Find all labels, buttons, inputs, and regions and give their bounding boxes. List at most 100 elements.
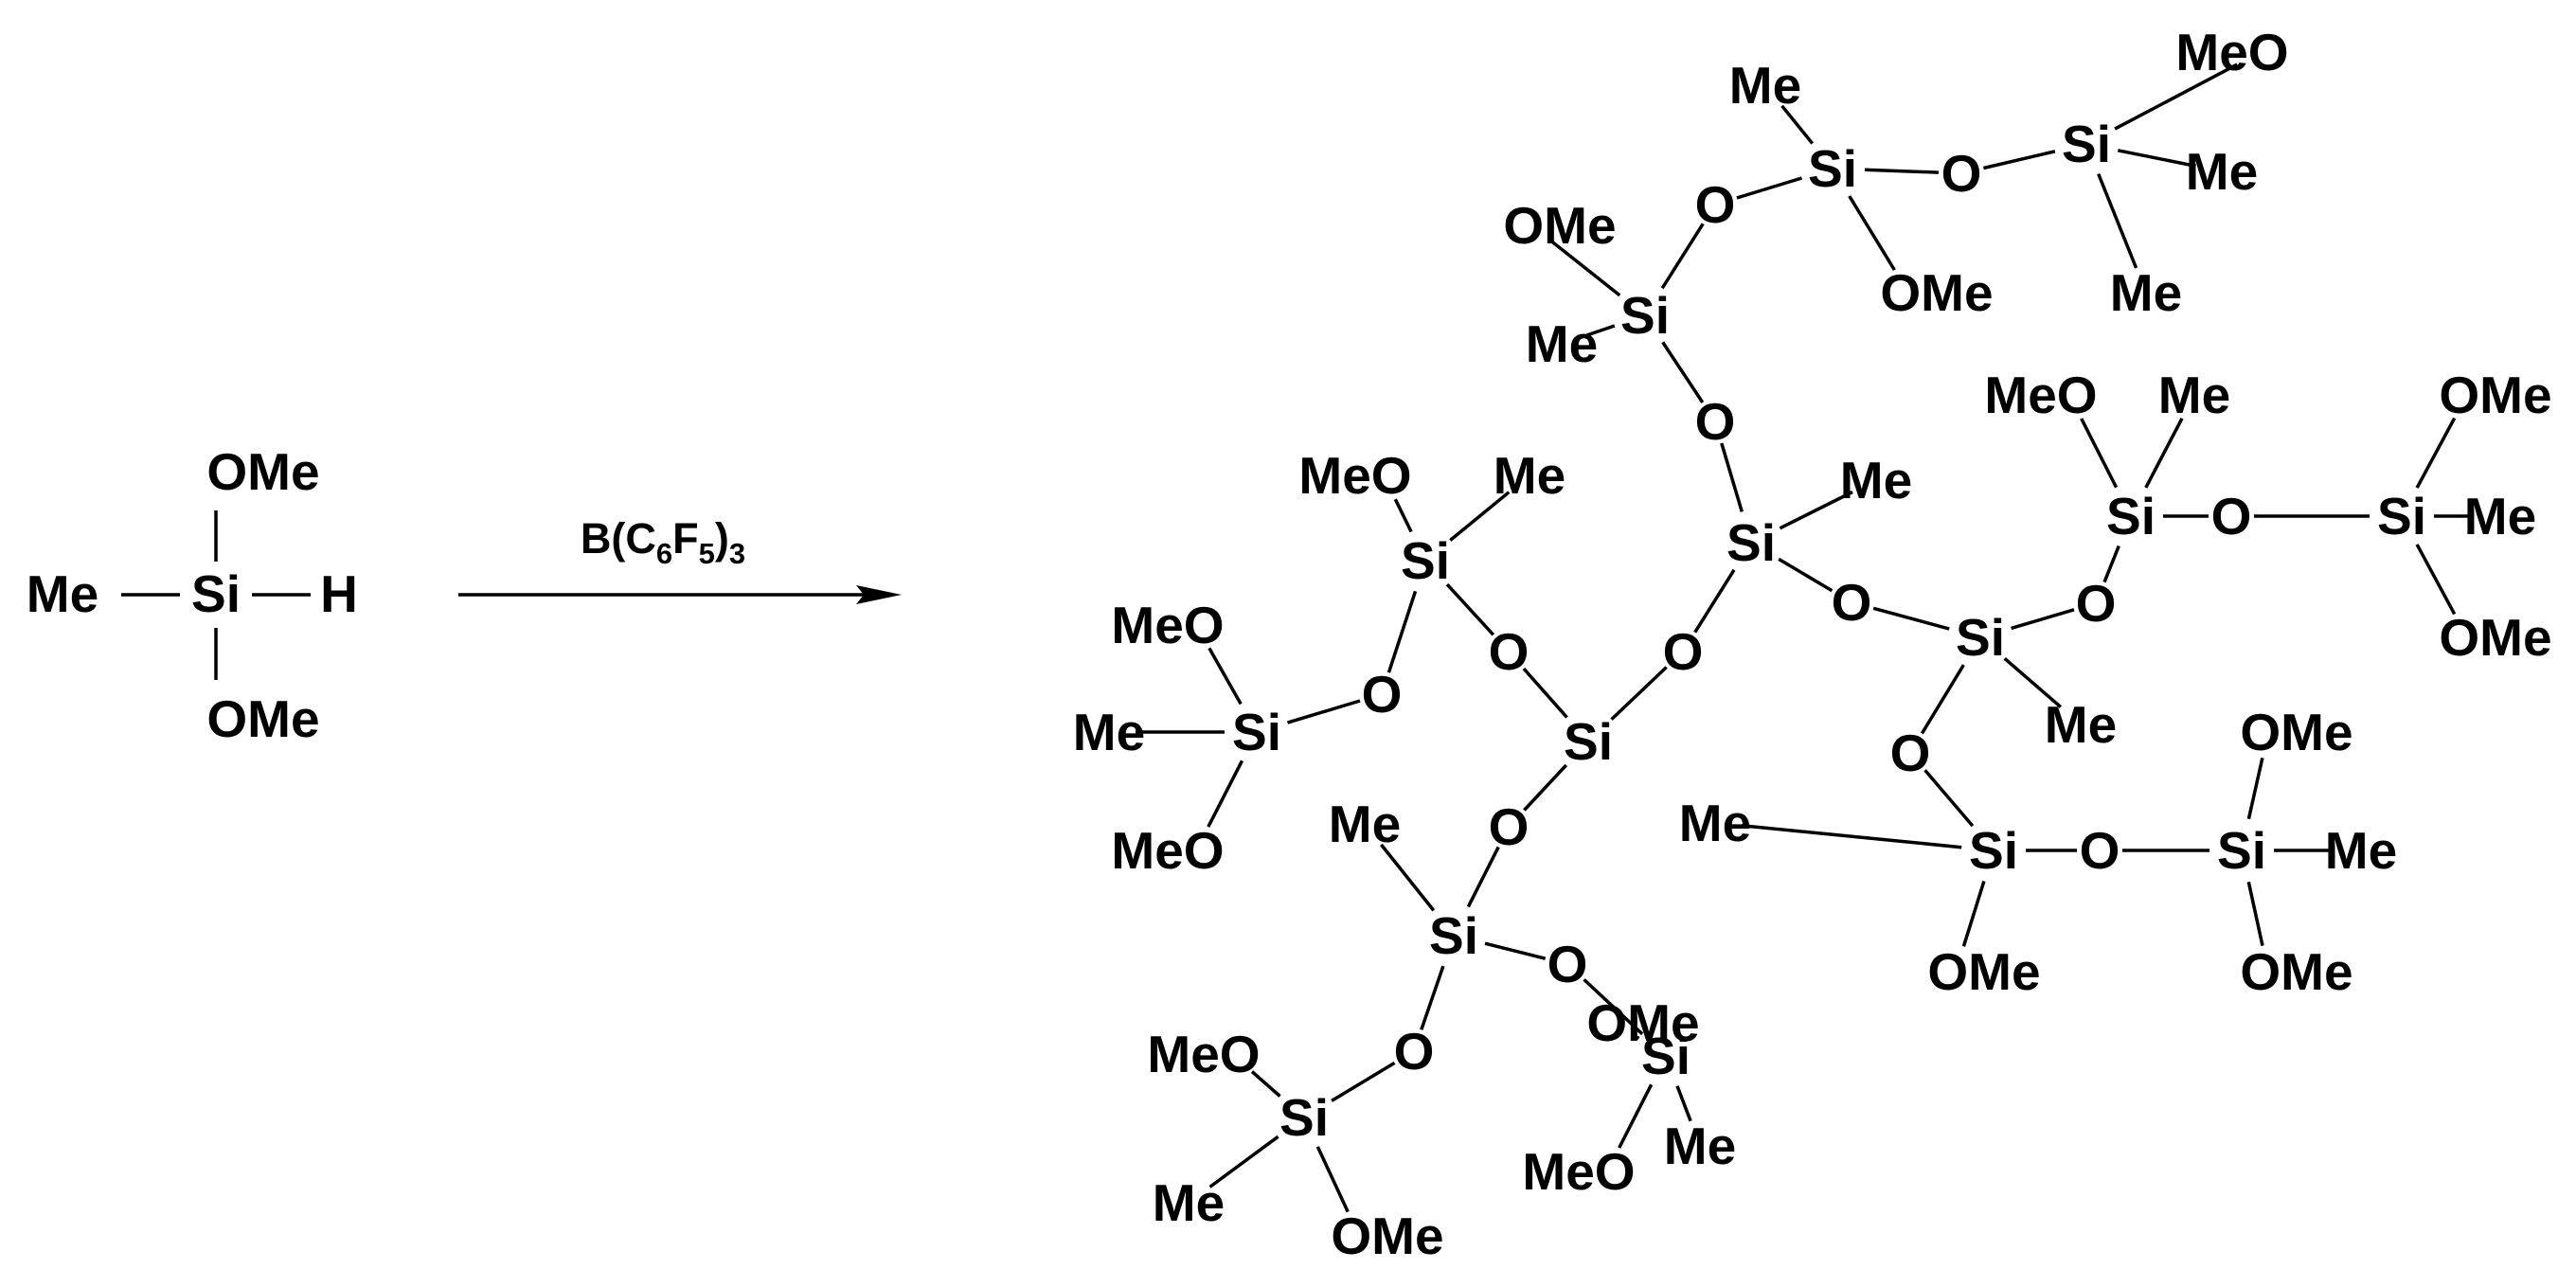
bond (1693, 568, 1736, 634)
methyl-group: Me (1729, 56, 1801, 115)
bond (1636, 1035, 1640, 1040)
bond (1522, 667, 1568, 719)
methyl-group: Me (1664, 1117, 1736, 1175)
methyl-group: Me (1073, 703, 1145, 761)
bond (2114, 63, 2239, 131)
reaction-arrow: B(C6F5)3 (458, 514, 902, 604)
atom-o: O (1394, 1022, 1435, 1081)
atom-o: O (1832, 573, 1872, 632)
bond (1864, 168, 1940, 174)
methoxy-group: OMe (1503, 196, 1616, 255)
methoxy-group: OMe (206, 442, 319, 501)
methoxy-group: MeO (1298, 446, 1411, 505)
methyl-group: Me (1494, 446, 1565, 505)
bond (2246, 881, 2264, 946)
bond (2144, 417, 2184, 489)
atom-o: O (1663, 622, 1704, 681)
bond (1386, 590, 1418, 673)
bond (1660, 223, 1705, 290)
atom-si: Si (2377, 487, 2426, 545)
methoxy-group: MeO (1111, 821, 1224, 880)
bond (2415, 417, 2457, 489)
bond (1445, 582, 1495, 636)
bond (1585, 324, 1616, 337)
atom-o: O (2080, 821, 2120, 880)
atom-si: Si (2217, 821, 2266, 880)
bond (1315, 1146, 1350, 1213)
bond (1736, 176, 1803, 200)
atom-si: Si (1956, 608, 2005, 667)
methoxy-group: OMe (1331, 1207, 1443, 1265)
methoxy-group: OMe (1927, 942, 2040, 1001)
bond (2117, 149, 2196, 169)
atom-si: Si (1232, 703, 1281, 761)
methyl-group: Me (1153, 1173, 1225, 1232)
bond (1466, 846, 1500, 908)
atom-o: O (2211, 487, 2252, 545)
bond (1780, 104, 1815, 145)
methyl-group: Me (2325, 821, 2397, 880)
atom-si: Si (2106, 487, 2156, 545)
bond (1449, 491, 1511, 542)
atom-o: O (1489, 797, 1530, 856)
reagent-molecule: Si Me H OMe OMe (27, 442, 358, 748)
bond (1208, 1135, 1279, 1189)
methyl-group: Me (1679, 794, 1751, 852)
bond (1610, 666, 1668, 721)
atom-si: Si (1808, 139, 1857, 198)
atom-o: O (1695, 175, 1736, 234)
bond (1779, 490, 1853, 530)
bond (1675, 1085, 1692, 1122)
atom-o: O (1547, 935, 1588, 993)
bond (2080, 418, 2119, 489)
methyl-group: Me (2158, 366, 2230, 424)
atom-o: O (1941, 144, 1982, 203)
methyl-group: Me (1840, 451, 1912, 509)
bond (2415, 544, 2457, 616)
bond (1523, 763, 1568, 812)
methoxy-group: MeO (1111, 596, 1224, 654)
atom-o: O (1489, 622, 1530, 681)
atom-si: Si (1279, 1088, 1329, 1147)
bond (2102, 545, 2120, 583)
hydride-atom: H (320, 564, 358, 623)
atom-si: Si (2062, 115, 2111, 173)
methoxy-group: MeO (2175, 23, 2288, 81)
methyl-group: Me (2110, 263, 2182, 322)
bond (1778, 557, 1834, 593)
methyl-group: Me (27, 564, 98, 623)
bond (1380, 843, 1436, 912)
atom-si: Si (1620, 286, 1670, 345)
bond (1484, 941, 1547, 960)
bond (2097, 172, 2138, 269)
bond (2246, 757, 2264, 820)
catalyst-label: B(C6F5)3 (581, 514, 745, 570)
methyl-group: Me (1526, 314, 1598, 373)
bond (1393, 498, 1413, 533)
methoxy-group: OMe (1586, 993, 1699, 1052)
methyl-group: Me (2045, 695, 2117, 754)
bond (1961, 880, 1986, 947)
methyl-group: Me (2464, 487, 2536, 545)
bond (1208, 647, 1243, 706)
methoxy-group: MeO (1147, 1025, 1260, 1083)
bond (1420, 965, 1445, 1030)
atom-o: O (1362, 665, 1403, 724)
methoxy-group: OMe (2439, 366, 2551, 424)
methyl-group: Me (2186, 142, 2258, 201)
bond (1983, 150, 2056, 170)
bond (1923, 769, 1975, 828)
atom-si: Si (191, 564, 241, 623)
methoxy-group: OMe (2439, 608, 2551, 667)
atom-o: O (1890, 724, 1931, 782)
bond (1207, 760, 1244, 828)
atom-o: O (1695, 392, 1736, 451)
methoxy-group: MeO (1522, 1142, 1635, 1201)
bond (2003, 656, 2063, 708)
atom-si: Si (1429, 906, 1478, 965)
methoxy-group: MeO (1984, 366, 2097, 424)
bond (1286, 699, 1361, 724)
atom-si: Si (1969, 821, 2018, 880)
methyl-group: Me (1329, 795, 1401, 853)
